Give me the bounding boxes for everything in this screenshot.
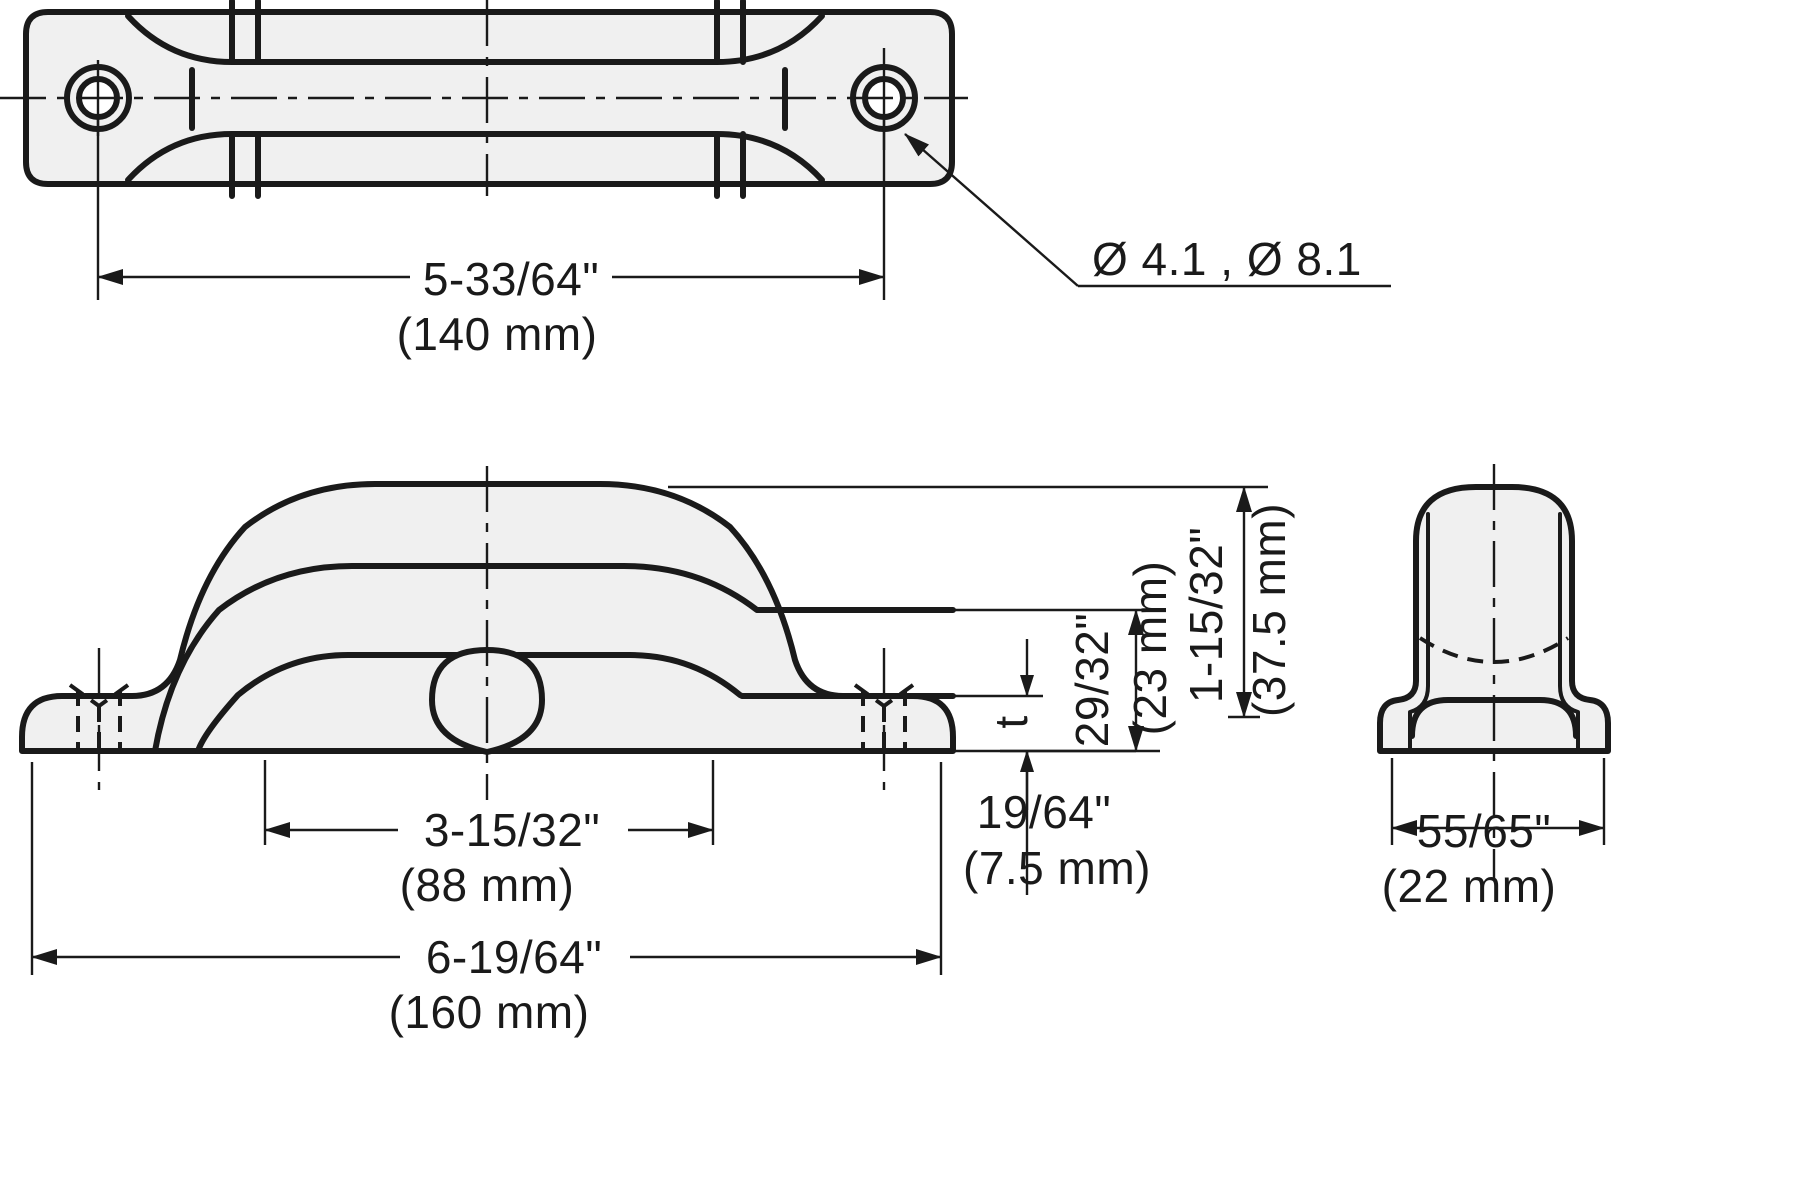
clearance-height-dim-imperial: 29/32" bbox=[1066, 613, 1118, 747]
overall-length-dim-metric: (160 mm) bbox=[389, 986, 590, 1038]
center-span-dim-metric: (88 mm) bbox=[400, 859, 575, 911]
top-view-tab-right-top bbox=[714, 0, 746, 65]
top-overall-dim-metric: (140 mm) bbox=[397, 308, 598, 360]
overall-length-dim-imperial: 6-19/64" bbox=[426, 931, 602, 983]
side-end-view-group bbox=[1377, 464, 1611, 880]
top-view-tab-left-top bbox=[229, 0, 261, 65]
base-thickness-dim-imperial: 19/64" bbox=[977, 786, 1111, 838]
front-view-inner-arch-outer bbox=[152, 563, 956, 754]
clearance-height-dim-metric: (23 mm) bbox=[1124, 561, 1176, 736]
overall-height-dim-imperial: 1-15/32" bbox=[1180, 527, 1232, 703]
front-elevation-group bbox=[19, 466, 956, 800]
top-view-tab-left-bottom bbox=[229, 131, 261, 199]
center-span-dimension-group bbox=[263, 760, 715, 845]
top-overall-dim-imperial: 5-33/64" bbox=[423, 253, 599, 305]
side-view-width-dimension-group bbox=[1390, 758, 1606, 845]
center-span-dim-imperial: 3-15/32" bbox=[424, 804, 600, 856]
overall-length-dimension-group bbox=[30, 762, 943, 975]
base-width-dim-metric: (22 mm) bbox=[1382, 860, 1557, 912]
hole-diameter-callout-text: Ø 4.1 , Ø 8.1 bbox=[1092, 233, 1362, 285]
top-dimension-group bbox=[96, 120, 886, 300]
top-view-tab-right-bottom bbox=[714, 131, 746, 199]
base-thickness-symbol: t bbox=[985, 715, 1037, 728]
overall-height-dim-metric: (37.5 mm) bbox=[1243, 503, 1295, 717]
hole-callout-leader-group bbox=[904, 133, 1391, 288]
base-thickness-dim-metric: (7.5 mm) bbox=[963, 842, 1151, 894]
top-view-group bbox=[0, 0, 968, 199]
base-width-dim-imperial: 55/65" bbox=[1417, 805, 1551, 857]
hole-callout-leader-diagonal bbox=[904, 133, 1079, 287]
right-vertical-dimensions-group bbox=[668, 485, 1268, 895]
